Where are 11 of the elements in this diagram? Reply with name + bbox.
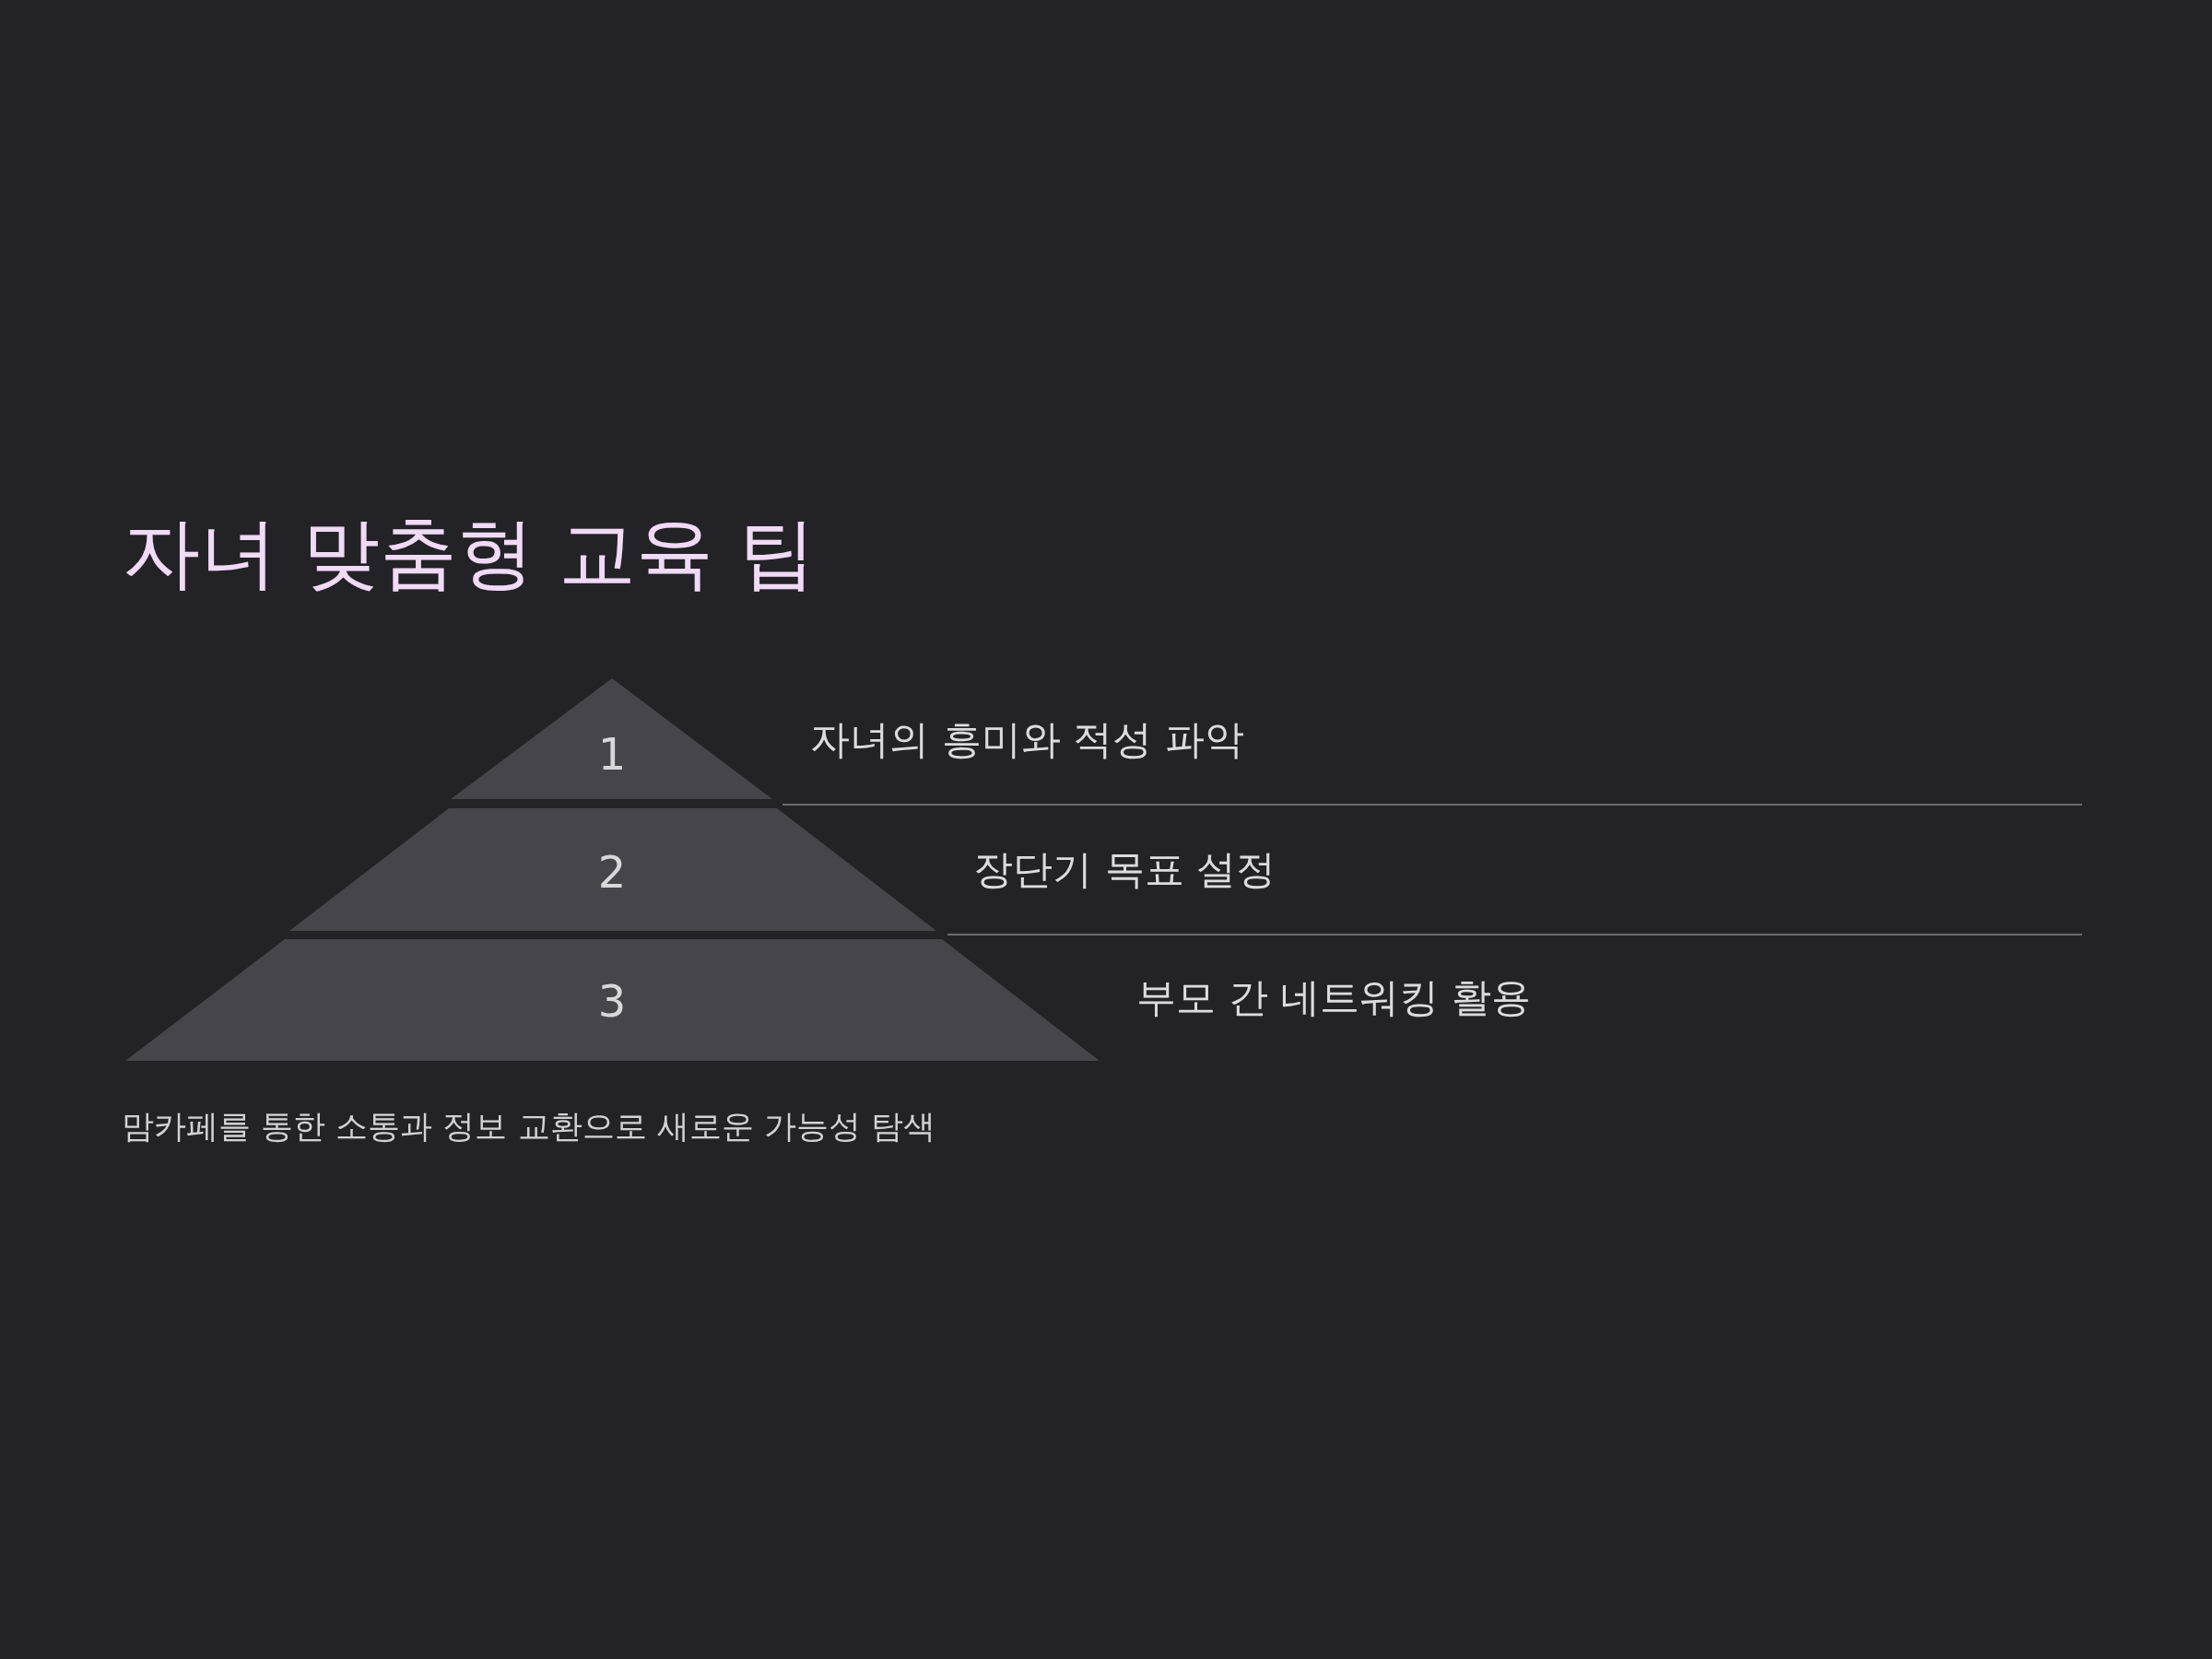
tier-number: 3: [597, 975, 627, 1029]
tier-number: 2: [597, 846, 627, 900]
tier-number: 1: [597, 728, 627, 782]
tier-description: 자녀의 흥미와 적성 파악: [810, 716, 1244, 764]
pyramid-tier: [289, 808, 936, 931]
pyramid-tier: [451, 678, 772, 799]
tier-description: 장단기 목표 설정: [973, 846, 1277, 894]
title: 자녀 맞춤형 교육 팁: [123, 506, 817, 600]
pyramid-tier: [125, 939, 1100, 1061]
caption: 맘카페를 통한 소통과 정보 교환으로 새로운 가능성 탐색: [122, 1107, 935, 1146]
tier-description: 부모 간 네트워킹 활용: [1136, 974, 1531, 1022]
